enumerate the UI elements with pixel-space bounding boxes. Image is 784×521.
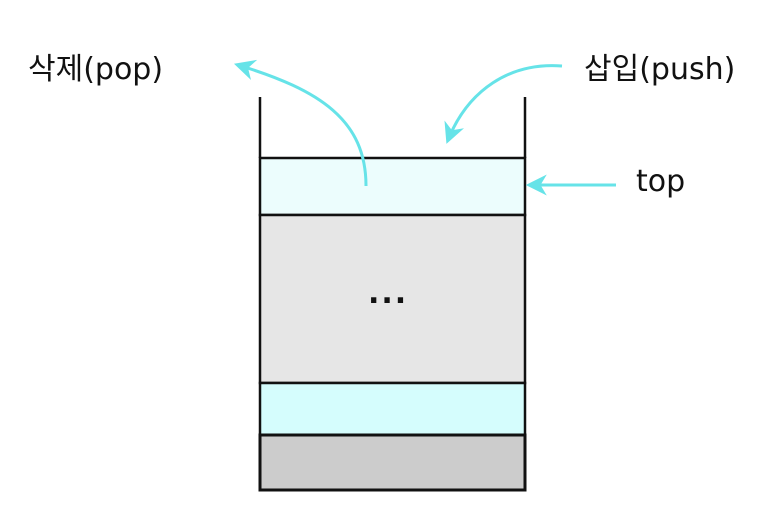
stack-cell-lower bbox=[258, 381, 527, 437]
pop-arrow bbox=[233, 59, 368, 187]
stack-cell-top bbox=[258, 156, 527, 217]
stack-cell-middle bbox=[258, 213, 527, 385]
push-arrow bbox=[444, 64, 563, 144]
stack-cell-bottom bbox=[258, 433, 527, 492]
ellipsis-label: ... bbox=[368, 276, 409, 311]
pop-label: 삭제(pop) bbox=[28, 52, 164, 87]
top-label: top bbox=[636, 164, 686, 199]
push-label: 삽입(push) bbox=[584, 52, 736, 87]
